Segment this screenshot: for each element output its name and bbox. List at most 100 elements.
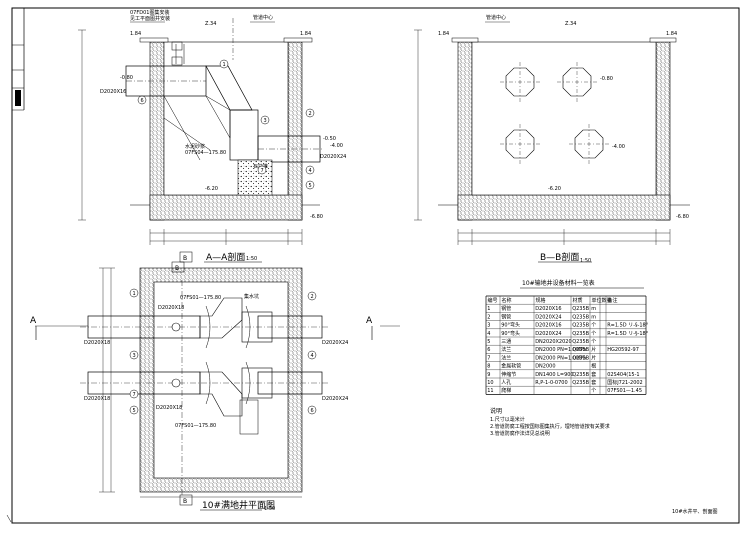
- table-cell: 7: [487, 355, 490, 361]
- bb-dim-1: 1.84: [438, 31, 449, 37]
- table-cell: DN2020X2020: [535, 339, 571, 345]
- table-cell: DN2000: [535, 364, 555, 370]
- svg-text:7: 7: [133, 392, 136, 398]
- table-cell: 1: [487, 306, 490, 312]
- svg-text:6: 6: [141, 98, 144, 104]
- plan-marker-1: 1: [129, 288, 139, 298]
- table-cell: Q235B: [572, 323, 589, 329]
- table-cell: Q235B: [572, 372, 589, 378]
- table-cell: DN1400 L=900: [535, 372, 573, 378]
- svg-text:2: 2: [309, 111, 312, 117]
- bb-elev-2: -4.00: [612, 144, 625, 150]
- table-cell: 4: [487, 331, 490, 337]
- table-cell: m: [591, 314, 596, 320]
- sheet-border: [11, 7, 740, 524]
- svg-text:6: 6: [311, 408, 314, 414]
- bb-bottom-elev: -6.20: [548, 186, 561, 192]
- aa-top-label: 管道中心: [253, 14, 273, 21]
- bb-base-elev: -6.80: [676, 214, 689, 220]
- bb-top-label: 管道中心: [486, 14, 506, 21]
- table-cell: 02S404(15-1: [607, 372, 639, 378]
- aa-marker-2: 2: [305, 108, 315, 118]
- table-cell: 11: [487, 388, 493, 394]
- aa-base-elev: -6.80: [310, 214, 323, 220]
- plan-marker-6: 6: [307, 405, 317, 415]
- notes-item-2: 2.管道防腐工程按国标图集执行，埋地管道按有关要求: [490, 423, 610, 430]
- table-cell: Q235B: [572, 306, 589, 312]
- plan-marker-b-top: B: [171, 261, 185, 273]
- aa-marker-7: 7: [257, 165, 267, 175]
- plan-marker-5: 5: [129, 405, 139, 415]
- table-cell: 6: [487, 347, 490, 353]
- table-header-cell: 备注: [608, 297, 618, 304]
- aa-dim-2: 1.84: [300, 31, 311, 37]
- aa-left-pipe: D2020X16: [100, 89, 126, 95]
- plan-marker-3: 3: [129, 350, 139, 360]
- aa-scale: 1:50: [246, 256, 257, 262]
- aa-left-elev: -0.80: [120, 75, 133, 81]
- plan-pipe-left-1: D2020X18: [84, 340, 110, 346]
- stone-fill: [237, 159, 273, 196]
- aa-title: A—A剖面: [206, 251, 245, 263]
- table-cell: 根: [591, 363, 596, 370]
- aa-marker-1: 1: [219, 59, 229, 69]
- table-cell: 金属软管: [501, 363, 521, 370]
- aa-mid-note-2: 07FS04—175.80: [185, 150, 226, 156]
- table-cell: D2020X24: [535, 314, 561, 320]
- table-cell: DN2000 PN=1.0MPa: [535, 355, 586, 361]
- table-cell: 人孔: [501, 379, 511, 386]
- table-cell: 法兰: [501, 354, 511, 361]
- bb-title: B—B剖面: [540, 251, 579, 263]
- table-title: 10#输地井设备材料一览表: [522, 279, 595, 287]
- table-cell: 9: [487, 372, 490, 378]
- svg-text:5: 5: [309, 183, 312, 189]
- svg-text:1: 1: [133, 291, 136, 297]
- aa-note-1: 07FD01图集安装: [130, 9, 169, 16]
- svg-text:2: 2: [311, 294, 314, 300]
- table-header-cell: 规格: [536, 297, 546, 304]
- svg-text:7: 7: [261, 168, 264, 174]
- table-cell: 5: [487, 339, 490, 345]
- plan-marker-2: 2: [307, 291, 317, 301]
- table-cell: m: [591, 306, 596, 312]
- plan-view: A A B 07FS01—175.80 07FS01—175.80 D2020X…: [30, 261, 400, 512]
- base-slab: [149, 194, 303, 221]
- section-aa: 07FD01图集安装 见工平面图并安装 管道中心 Z.34 1.84 1.84 …: [78, 9, 346, 263]
- table-cell: 三通: [501, 338, 511, 345]
- aa-dim-1: 1.84: [130, 31, 141, 37]
- table-cell: Q235B: [572, 355, 589, 361]
- svg-text:4: 4: [309, 168, 312, 174]
- table-cell: 钢管: [501, 313, 511, 320]
- table-header-cell: 名称: [502, 297, 512, 304]
- table-cell: 个: [591, 331, 596, 337]
- plan-scale: 1:50: [264, 506, 275, 512]
- left-wall: [149, 41, 165, 221]
- table-cell: D2020X16: [535, 306, 561, 312]
- bb-scale: 1:50: [580, 258, 591, 264]
- table-header-cell: 编号: [488, 297, 498, 304]
- plan-pipe-mid-top: D2020X18: [158, 305, 184, 311]
- table-cell: 套: [591, 379, 596, 386]
- table-header-cell: 单位: [592, 297, 602, 304]
- table-cell: D2020X16: [535, 323, 561, 329]
- plan-title: 10#满地井平面图: [202, 499, 275, 511]
- table-cell: DN2000 PN=1.0MPa: [535, 347, 586, 353]
- aa-marker-5: 5: [305, 180, 315, 190]
- plan-marker-7: 7: [129, 389, 139, 399]
- table-cell: 个: [591, 388, 596, 394]
- table-cell: 3: [487, 323, 490, 329]
- plan-marker-b-bottom: B: [179, 494, 193, 506]
- plan-pipe-mid-bottom: D2020X18: [156, 405, 182, 411]
- bb-top-elev: Z.34: [565, 21, 576, 27]
- plan-pipe-right-1: D2020X24: [322, 340, 348, 346]
- pipe-openings: [505, 67, 604, 159]
- footer-caption: 10#水井平、剖面图: [672, 508, 718, 515]
- svg-text:3: 3: [133, 353, 136, 359]
- svg-text:1: 1: [223, 62, 226, 68]
- table-cell: 爬梯: [501, 387, 511, 394]
- table-cell: 片: [591, 354, 596, 361]
- table-cell: Q235B: [572, 314, 589, 320]
- left-title-strip: [6, 8, 25, 523]
- aa-right-elev-2: -4.00: [330, 143, 343, 149]
